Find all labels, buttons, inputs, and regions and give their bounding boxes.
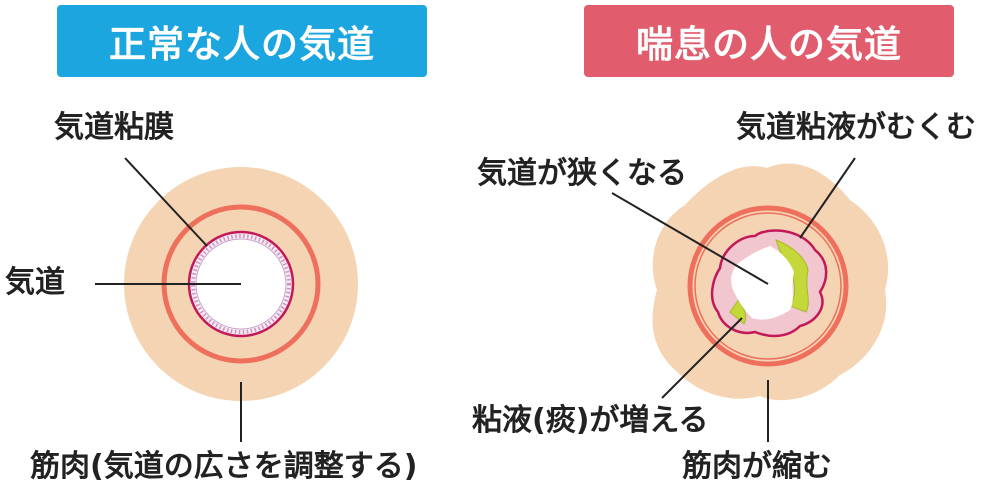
leader-line-mucosa [124,157,208,247]
label-asthma-muscle: 筋肉が縮む [682,449,832,484]
leader-line-mucus [661,317,743,399]
label-airway: 気道 [5,265,65,300]
label-normal-muscle: 筋肉(気道の広さを調整する) [30,449,418,484]
normal-airway-title: 正常な人の気道 [57,5,427,77]
asthma-airway [611,157,889,442]
asthma-muscle-ring-inner [694,212,842,360]
asthma-muscle-ring [687,205,849,367]
leader-line-swelling [799,157,856,239]
asthma-airway-title: 喘息の人の気道 [584,5,954,77]
label-mucosa: 気道粘膜 [54,110,174,145]
label-mucosa-swelling: 気道粘液がむくむ [736,110,976,145]
normal-mucosa-cells [191,234,291,334]
normal-airway [95,157,358,442]
asthma-narrowed-lumen [731,246,794,320]
label-mucus-increase: 粘液(痰)が増える [472,403,709,438]
label-airway-narrowing: 気道が狭くなる [477,156,687,191]
leader-line-narrowing [611,192,769,285]
